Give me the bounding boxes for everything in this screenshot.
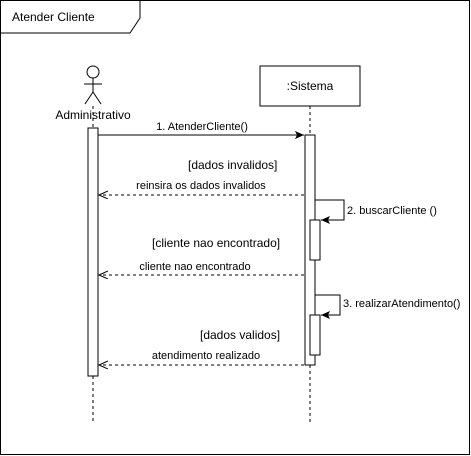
message-label-6: atendimento realizado	[152, 350, 260, 362]
frame-title: Atender Cliente	[12, 10, 95, 24]
system-participant-box	[259, 65, 361, 107]
message-label-1: 1. AtenderCliente()	[156, 121, 248, 133]
message-label-3: 2. buscarCliente ()	[347, 205, 437, 217]
guard-dados-invalidos: [dados invalidos]	[188, 158, 277, 172]
message-arrow-5	[315, 294, 341, 319]
frame-title-tab	[0, 0, 141, 34]
message-label-2: reinsira os dados invalidos	[136, 180, 266, 192]
stick-figure-actor-icon	[84, 65, 102, 105]
message-label-4: cliente nao encontrado	[139, 261, 250, 273]
system-name: :Sistema	[287, 79, 334, 93]
system-nested-activation-1	[309, 219, 321, 261]
system-nested-activation-2	[309, 314, 321, 356]
actor-activation-bar	[87, 127, 99, 377]
message-arrow-3	[315, 199, 345, 224]
guard-cliente-nao-encontrado: [cliente nao encontrado]	[152, 236, 280, 250]
guard-dados-validos: [dados validos]	[200, 328, 280, 342]
message-label-5: 3. realizarAtendimento()	[343, 298, 460, 310]
